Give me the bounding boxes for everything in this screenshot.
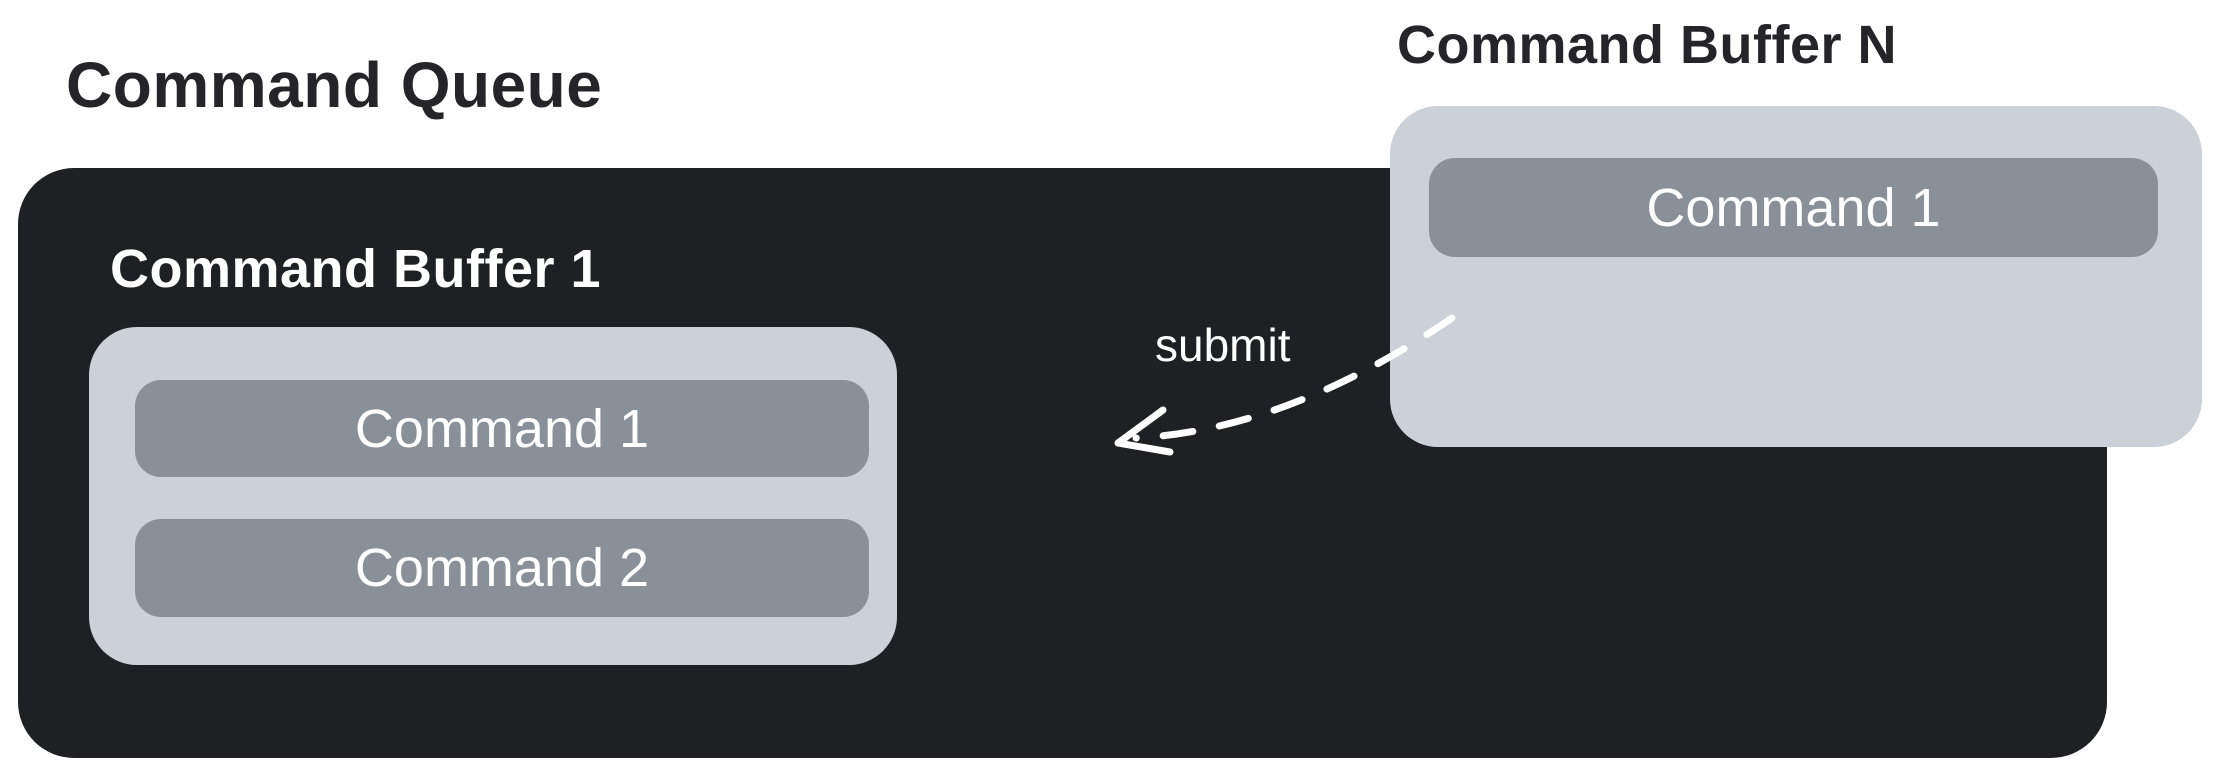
command-queue-title: Command Queue <box>66 49 603 121</box>
submit-arrow-label: submit <box>1155 319 1291 371</box>
command-pill: Command 1 <box>135 380 869 477</box>
command-buffer-n-box: Command 1 <box>1390 106 2202 447</box>
command-buffer-1-title: Command Buffer 1 <box>110 239 602 299</box>
command-pill: Command 2 <box>135 519 869 617</box>
command-pill: Command 1 <box>1429 158 2158 257</box>
command-buffer-n-title: Command Buffer N <box>1397 15 1898 75</box>
command-buffer-1-box: Command 1 Command 2 <box>89 327 897 665</box>
